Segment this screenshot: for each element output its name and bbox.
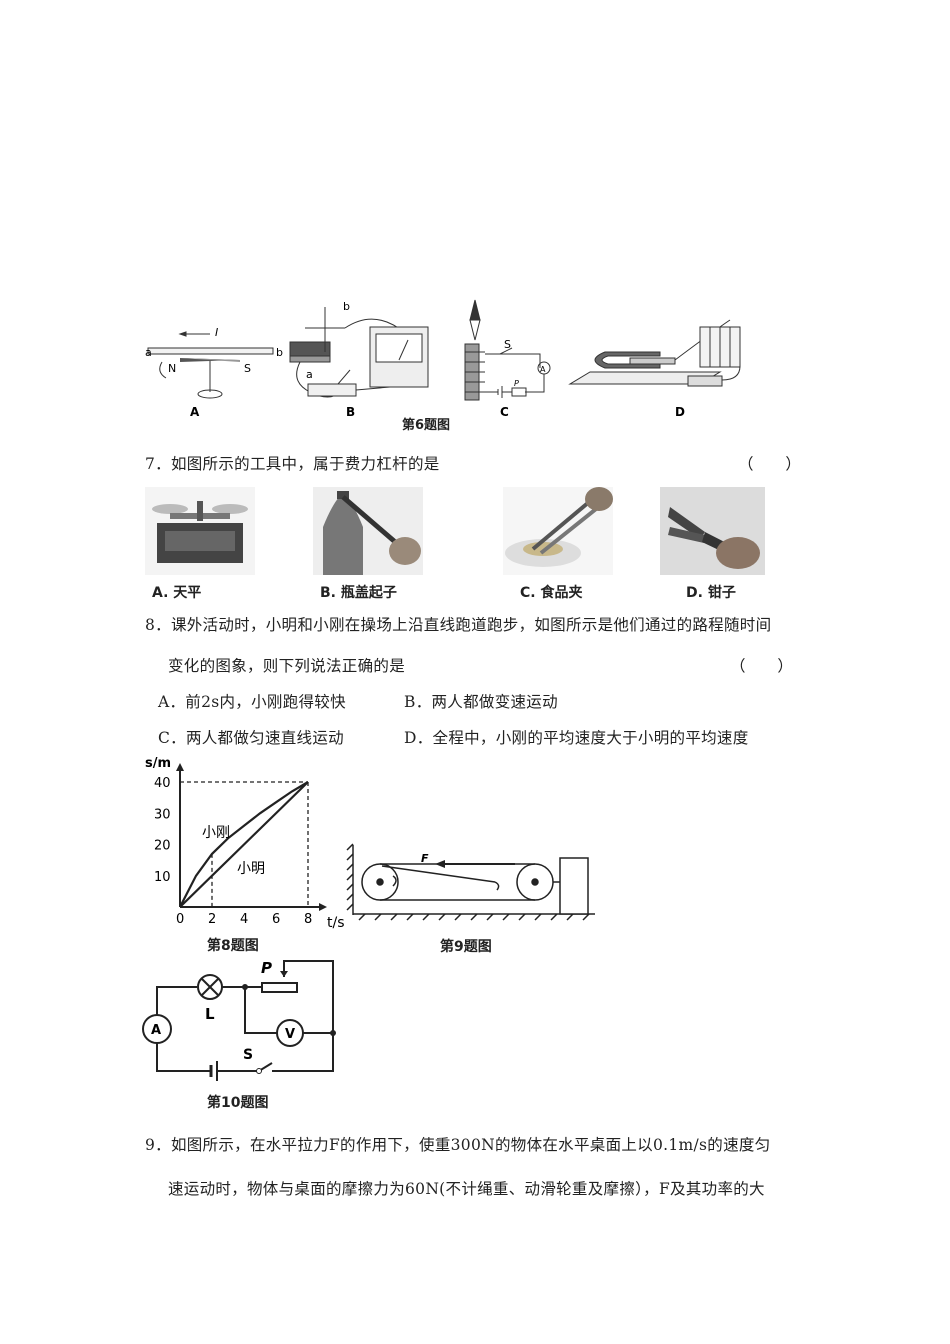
question-8-line-1: 8．课外活动时，小明和小刚在操场上沿直线跑道跑步，如图所示是他们通过的路程随时间 [145, 616, 772, 634]
pliers-icon [660, 487, 765, 575]
st-y-tick-10: 10 [154, 870, 171, 885]
figure-9: F 第9题图 [345, 840, 610, 960]
st-series-lines [179, 781, 309, 908]
figure-10-caption: 第10题图 [207, 1095, 269, 1111]
figure-6a-wire-and-needle [147, 331, 274, 399]
junction-dot-top [242, 984, 248, 990]
ammeter-label: A [151, 1023, 161, 1038]
st-series-label-xiaoming: 小明 [237, 861, 265, 877]
figure-6c-rheostat-label: P [514, 379, 519, 388]
slider-arrow-icon [280, 971, 288, 977]
figure-6b-end-a: a [306, 368, 313, 381]
question-9-line-2: 速运动时，物体与桌面的摩擦力为60N(不计绳重、动滑轮重及摩擦），F及其功率的大 [168, 1180, 765, 1198]
st-x-tick-2: 2 [208, 912, 216, 927]
option-a-label: A. 天平 [152, 585, 202, 601]
figure-6b-generator-setup [289, 307, 429, 398]
figure-8: 0 2 4 6 8 10 20 30 40 s/m t/s 小刚 小明 第8题图 [135, 755, 360, 955]
question-8-option-b: B．两人都做变速运动 [404, 693, 558, 711]
switch-label: S [243, 1047, 253, 1063]
junction-dot-right [330, 1030, 336, 1036]
lamp-label: L [205, 1005, 215, 1023]
photo-balance [145, 487, 255, 575]
option-c-label: C. 食品夹 [520, 585, 583, 601]
st-x-tick-6: 6 [272, 912, 280, 927]
question-8-line-2: 变化的图象，则下列说法正确的是 [168, 657, 406, 675]
figure-9-caption: 第9题图 [440, 939, 492, 955]
question-8-option-a: A．前2s内，小刚跑得较快 [158, 693, 346, 711]
figure-6a-label: A [190, 405, 200, 419]
figure-6: I a b N S A b a B [140, 292, 750, 433]
question-9-line-1: 9．如图所示，在水平拉力F的作用下，使重300N的物体在水平桌面上以0.1m/s… [145, 1136, 771, 1154]
slider-label: P [261, 959, 272, 977]
figure-6a-north-label: N [168, 362, 176, 375]
option-d-label: D. 钳子 [686, 585, 736, 601]
photo-pliers [660, 487, 765, 575]
switch-contact [256, 1068, 262, 1074]
figure-6-caption: 第6题图 [402, 418, 451, 433]
figure-6c-switch-label: S [504, 338, 511, 351]
figure-10: A L V S P 第10题图 [137, 955, 352, 1115]
st-axes [176, 763, 327, 911]
figure-6-drawing: I a b N S A b a B [145, 299, 741, 419]
st-x-tick-8: 8 [304, 912, 312, 927]
st-graph: 0 2 4 6 8 10 20 30 40 s/m t/s 小刚 小明 [145, 756, 345, 931]
option-b-label: B. 瓶盖起子 [320, 585, 397, 601]
st-guide-lines [180, 781, 309, 907]
question-7-answer-bracket: （ ） [738, 455, 802, 473]
force-label: F [421, 852, 429, 865]
bottle-opener-icon [313, 487, 423, 575]
pulley-system-drawing: F [346, 843, 595, 921]
figure-6c-label: C [500, 405, 509, 419]
st-x-tick-4: 4 [240, 912, 248, 927]
figure-6a-end-a: a [145, 346, 152, 359]
photo-food-tongs [503, 487, 613, 575]
figure-6a-current-label: I [215, 326, 218, 339]
circuit-diagram: A L V S P [142, 959, 336, 1081]
figure-6c-ammeter-label: A [540, 365, 546, 374]
figure-6a-south-label: S [244, 362, 251, 375]
question-8-option-d: D．全程中，小刚的平均速度大于小明的平均速度 [404, 729, 749, 747]
food-tongs-icon [503, 487, 613, 575]
question-8-option-c: C．两人都做匀速直线运动 [158, 729, 344, 747]
st-x-tick-0: 0 [176, 912, 184, 927]
st-series-label-xiaogang: 小刚 [202, 825, 230, 841]
st-y-tick-40: 40 [154, 776, 171, 791]
st-tick-labels: 0 2 4 6 8 10 20 30 40 [154, 776, 312, 927]
st-x-axis-label: t/s [327, 915, 345, 931]
st-series-line-xiaogang [179, 781, 309, 908]
force-arrow-icon [435, 860, 445, 868]
figure-6d-label: D [675, 405, 685, 419]
photo-bottle-opener [313, 487, 423, 575]
st-y-axis-label: s/m [145, 756, 171, 771]
st-y-tick-30: 30 [154, 807, 171, 822]
figure-6b-end-b: b [343, 300, 350, 313]
figure-6d-motor-setup [568, 319, 741, 387]
st-y-tick-20: 20 [154, 839, 171, 854]
question-7-text: 7．如图所示的工具中，属于费力杠杆的是 [145, 455, 440, 473]
figure-6b-label: B [346, 405, 355, 419]
voltmeter-label: V [285, 1027, 295, 1042]
st-series-line-xiaoming [179, 781, 309, 908]
figure-8-caption: 第8题图 [207, 938, 259, 954]
question-8-answer-bracket: （ ） [730, 657, 794, 675]
balance-scale-icon [145, 487, 255, 575]
figure-6a-end-b: b [276, 346, 283, 359]
figure-6c-solenoid-circuit [464, 299, 551, 401]
